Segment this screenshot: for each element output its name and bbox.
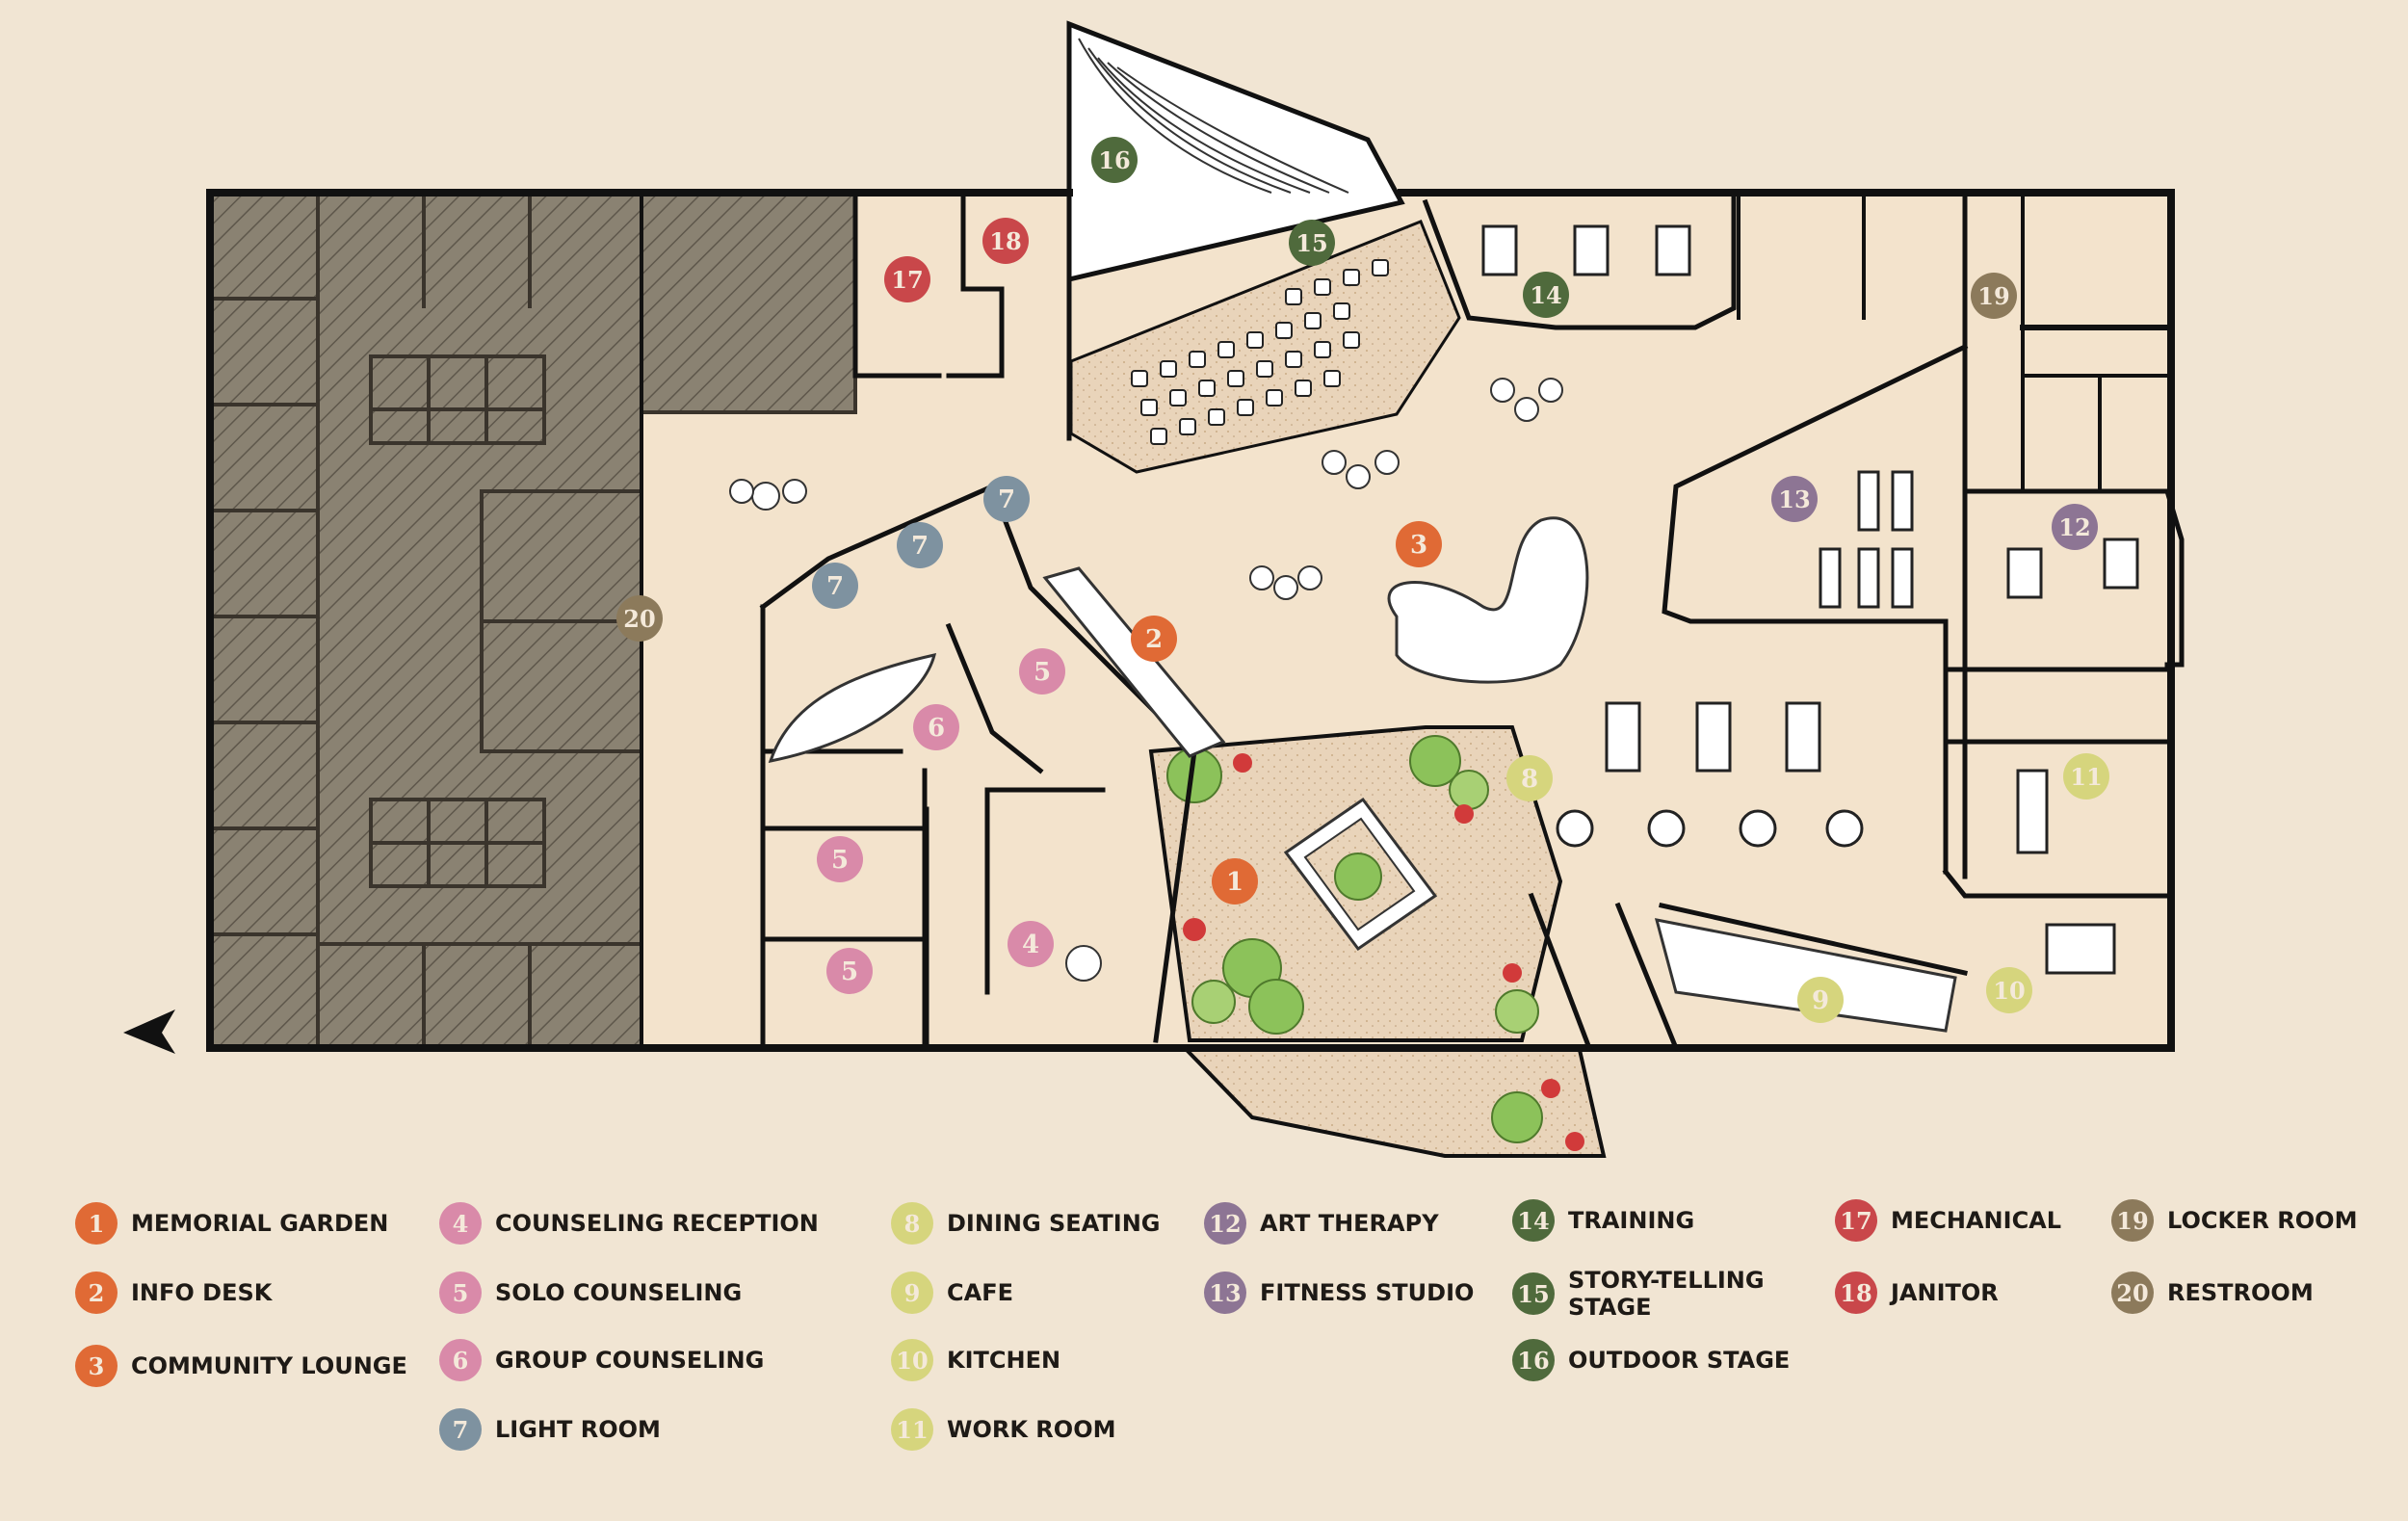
room-marker-3: 3 — [1396, 521, 1442, 567]
room-marker-circle — [897, 522, 943, 568]
room-marker-number: 17 — [891, 266, 923, 294]
room-marker-number: 1 — [1226, 868, 1243, 897]
room-marker-number: 19 — [1977, 282, 2009, 310]
room-marker-number: 9 — [1812, 986, 1829, 1015]
room-marker-number: 16 — [1098, 146, 1130, 174]
dining-tables — [1556, 701, 1864, 848]
room-marker-1: 1 — [1212, 858, 1258, 905]
room-marker-5: 5 — [826, 948, 873, 994]
room-marker-number: 2 — [1145, 625, 1163, 654]
room-marker-circle — [982, 218, 1029, 264]
room-marker-circle — [1797, 977, 1844, 1023]
room-marker-10: 10 — [1986, 967, 2032, 1013]
walls — [206, 189, 2185, 1052]
room-marker-circle — [2063, 753, 2109, 800]
room-marker-circle — [826, 948, 873, 994]
story-telling-seating — [1069, 220, 1461, 474]
room-marker-13: 13 — [1771, 476, 1818, 522]
room-marker-circle — [2052, 504, 2098, 550]
room-marker-7: 7 — [983, 476, 1030, 522]
room-marker-17: 17 — [884, 256, 930, 302]
room-marker-16: 16 — [1091, 137, 1138, 183]
room-marker-circle — [1396, 521, 1442, 567]
room-marker-number: 11 — [2070, 763, 2102, 791]
room-marker-circle — [1971, 273, 2017, 319]
room-marker-number: 13 — [1778, 485, 1810, 513]
room-marker-number: 10 — [1993, 977, 2025, 1005]
room-marker-20: 20 — [616, 595, 663, 642]
room-marker-12: 12 — [2052, 504, 2098, 550]
room-marker-2: 2 — [1131, 616, 1177, 662]
room-marker-number: 5 — [841, 957, 858, 986]
room-marker-circle — [983, 476, 1030, 522]
training-tables — [1481, 224, 1691, 276]
room-marker-circle — [913, 704, 959, 750]
north-arrow-icon — [123, 1010, 175, 1054]
group-table — [768, 653, 937, 763]
room-marker-7: 7 — [812, 563, 858, 609]
room-marker-circle — [1986, 967, 2032, 1013]
room-marker-circle — [616, 595, 663, 642]
room-marker-circle — [1212, 858, 1258, 905]
room-marker-number: 7 — [998, 485, 1015, 514]
room-marker-circle — [884, 256, 930, 302]
lounge-chairs — [729, 378, 1563, 982]
room-marker-number: 14 — [1530, 281, 1561, 309]
room-marker-circle — [1506, 755, 1553, 801]
room-marker-11: 11 — [2063, 753, 2109, 800]
room-marker-circle — [812, 563, 858, 609]
room-marker-number: 6 — [928, 714, 945, 743]
room-marker-number: 15 — [1296, 229, 1327, 257]
room-marker-5: 5 — [1019, 648, 1065, 695]
room-marker-14: 14 — [1523, 272, 1569, 318]
room-marker-7: 7 — [897, 522, 943, 568]
room-marker-number: 20 — [623, 605, 655, 633]
room-marker-circle — [1771, 476, 1818, 522]
room-marker-number: 3 — [1410, 531, 1427, 560]
room-marker-19: 19 — [1971, 273, 2017, 319]
room-marker-number: 18 — [989, 227, 1021, 255]
room-marker-18: 18 — [982, 218, 1029, 264]
lounge-sofa — [1387, 516, 1589, 684]
room-marker-circle — [817, 836, 863, 882]
room-marker-number: 5 — [1034, 658, 1051, 687]
room-marker-circle — [1019, 648, 1065, 695]
room-marker-number: 8 — [1521, 765, 1538, 794]
existing-building-block — [208, 191, 857, 1050]
room-marker-circle — [1131, 616, 1177, 662]
room-marker-circle — [1289, 220, 1335, 266]
studio-furniture — [1819, 470, 2139, 975]
room-marker-8: 8 — [1506, 755, 1553, 801]
room-marker-circle — [1091, 137, 1138, 183]
room-marker-number: 7 — [826, 572, 844, 601]
room-marker-6: 6 — [913, 704, 959, 750]
room-marker-circle — [1523, 272, 1569, 318]
room-marker-15: 15 — [1289, 220, 1335, 266]
room-marker-number: 12 — [2058, 513, 2090, 541]
room-marker-4: 4 — [1008, 921, 1054, 967]
room-marker-number: 7 — [911, 532, 929, 561]
cafe-counter — [1654, 918, 1957, 1033]
room-marker-5: 5 — [817, 836, 863, 882]
info-desk — [1042, 566, 1226, 758]
room-marker-number: 4 — [1022, 931, 1039, 959]
room-marker-9: 9 — [1797, 977, 1844, 1023]
room-marker-circle — [1008, 921, 1054, 967]
room-marker-number: 5 — [831, 846, 849, 875]
